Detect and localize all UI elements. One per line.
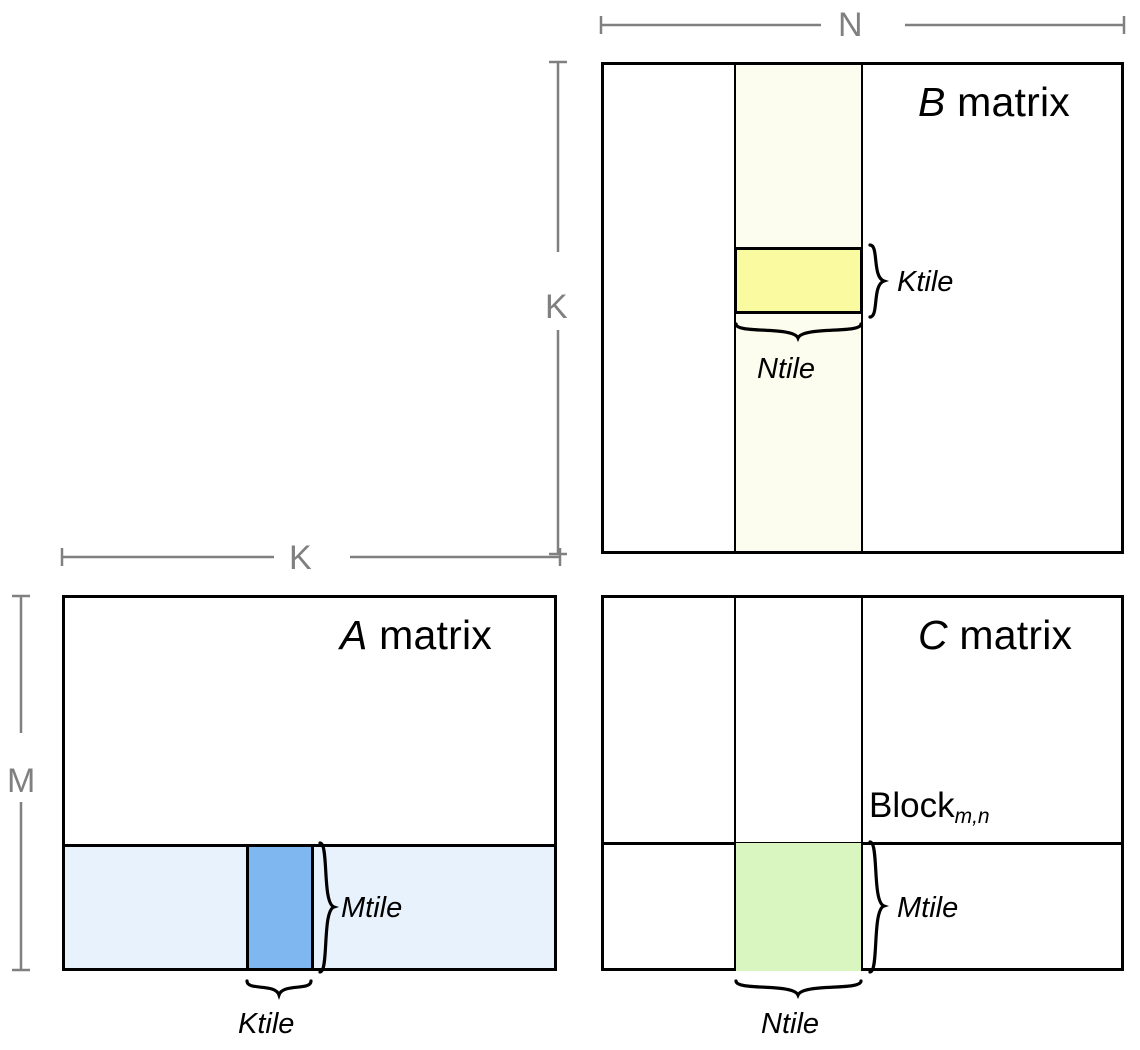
c-matrix-block-subscript: m,n [954,805,990,828]
dimension-label-m: M [7,762,36,800]
dimension-label-n: N [838,6,863,44]
dimension-label-k-horizontal: K [289,539,312,577]
a-matrix-mtile-label: Mtile [341,892,403,924]
a-matrix-mtile-brace [318,841,339,974]
c-matrix-tile-edge-right [861,843,863,971]
dimension-line-k-vertical [549,60,567,556]
a-matrix-symbol: A [340,612,368,658]
b-matrix-ntile-label: Ntile [757,353,816,385]
c-matrix-tile-edge-left [734,843,736,971]
c-matrix-ntile-brace [734,979,863,1000]
a-matrix-label: A matrix [340,612,492,659]
dimension-line-n [599,16,1126,34]
a-matrix-word: matrix [379,612,492,658]
c-matrix-block-base: Block [869,786,955,825]
c-matrix-divider-left [734,598,736,968]
b-matrix-label: B matrix [918,79,1070,126]
c-matrix-label: C matrix [918,612,1072,659]
a-matrix-ktile-label: Ktile [238,1008,295,1040]
dimension-label-k-vertical: K [545,288,568,326]
b-matrix-tile [734,247,863,314]
b-matrix-word: matrix [957,79,1070,125]
dimension-line-m [12,594,30,972]
c-matrix-ntile-label: Ntile [761,1008,820,1040]
b-matrix-symbol: B [918,79,946,125]
b-matrix-ktile-label: Ktile [897,266,954,298]
dimension-line-k-horizontal [60,548,562,566]
c-matrix-tile [734,843,863,971]
a-matrix-ktile-brace [245,979,313,1001]
c-matrix-divider-right [861,598,863,968]
c-matrix-mtile-label: Mtile [897,892,959,924]
c-matrix-word: matrix [959,612,1073,658]
a-matrix-tile [246,844,314,971]
c-matrix-block-label: Blockm,n [869,786,990,828]
c-matrix-mtile-brace [868,840,889,974]
b-matrix-ntile-brace [734,322,863,343]
c-matrix-symbol: C [918,612,948,658]
b-matrix-ktile-brace [868,243,890,319]
